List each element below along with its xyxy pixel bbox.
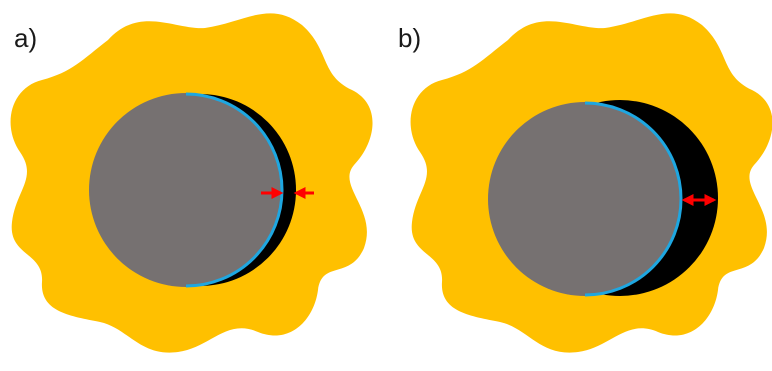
panel-a-label: a) (14, 23, 37, 53)
panel-a-inner-circle (89, 93, 283, 287)
panel-b-inner-circle (488, 102, 682, 296)
panel-a: a) (10, 13, 373, 353)
panel-b-label: b) (398, 23, 421, 53)
panel-b-interface-arc (584, 101, 683, 297)
panel-b: b) (398, 13, 772, 353)
